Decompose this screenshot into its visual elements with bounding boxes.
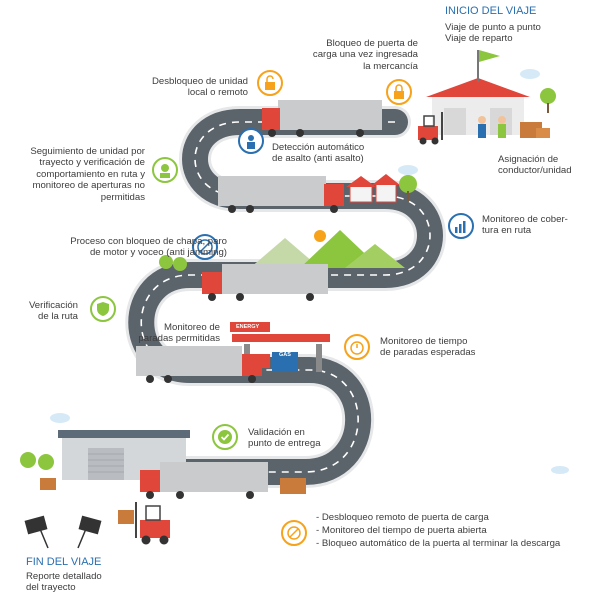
shield-check-icon	[90, 296, 116, 322]
unlock-icon	[257, 70, 283, 96]
label-asignacion: Asignación de conductor/unidad	[498, 154, 572, 177]
label-cobertura: Monitoreo de cober- tura en ruta	[482, 214, 568, 237]
end-title: FIN DEL VIAJE	[26, 556, 102, 568]
truck-5	[140, 462, 268, 499]
energy-sign: ENERGY	[236, 324, 260, 330]
delivery-item-2: - Monitoreo del tiempo de puerta abierta	[316, 524, 487, 536]
forklift-end	[118, 502, 170, 545]
start-item-2: Viaje de reparto	[445, 33, 513, 44]
coverage-signal-icon	[448, 213, 474, 239]
start-title: INICIO DEL VIAJE	[445, 5, 537, 17]
clouds	[50, 69, 569, 474]
label-proceso-bloqueo: Proceso con bloqueo de chapa, paro de mo…	[70, 236, 227, 259]
end-subtitle: Reporte detallado del trayecto	[26, 571, 102, 594]
workers	[478, 116, 506, 138]
checkered-flags	[24, 515, 102, 549]
assault-detection-icon	[238, 128, 264, 154]
lock-icon	[386, 79, 412, 105]
anti-jamming-icon	[192, 234, 218, 260]
truck-3	[202, 264, 328, 301]
label-validacion-entrega: Validación en punto de entrega	[248, 427, 321, 450]
delivery-door-list: - Desbloqueo remoto de puerta de carga -…	[316, 512, 560, 550]
road-lane-marking	[140, 121, 431, 473]
hills	[159, 230, 405, 271]
start-item-1: Viaje de punto a punto	[445, 22, 541, 33]
truck-1	[262, 100, 382, 137]
label-tiempo-paradas: Monitoreo de tiempo de paradas esperadas	[380, 336, 476, 359]
label-bloqueo-puerta: Bloqueo de puerta de carga una vez ingre…	[312, 38, 418, 72]
truck-4	[136, 346, 262, 383]
stopwatch-icon	[344, 334, 370, 360]
road	[128, 109, 443, 485]
delivery-item-3: - Bloqueo automático de la puerta al ter…	[316, 537, 561, 549]
operator-headset-icon	[152, 157, 178, 183]
delivery-item-1: - Desbloqueo remoto de puerta de carga	[316, 512, 489, 523]
label-paradas-permitidas: Monitoreo de paradas permitidas	[138, 322, 220, 345]
houses	[346, 174, 417, 203]
label-deteccion-asalto: Detección automático de asalto (anti asa…	[272, 142, 365, 165]
label-verificacion-ruta: Verificación de la ruta	[28, 300, 78, 323]
start-depot	[426, 50, 556, 138]
label-seguimiento: Seguimiento de unidad por trayecto y ver…	[30, 146, 145, 203]
forklift-start	[418, 112, 443, 145]
checkmark-icon	[212, 424, 238, 450]
label-desbloqueo-unidad: Desbloqueo de unidad local o remoto	[151, 76, 248, 99]
door-timer-icon	[281, 520, 307, 546]
truck-2	[218, 176, 344, 213]
gas-sign: GAS	[279, 352, 291, 358]
